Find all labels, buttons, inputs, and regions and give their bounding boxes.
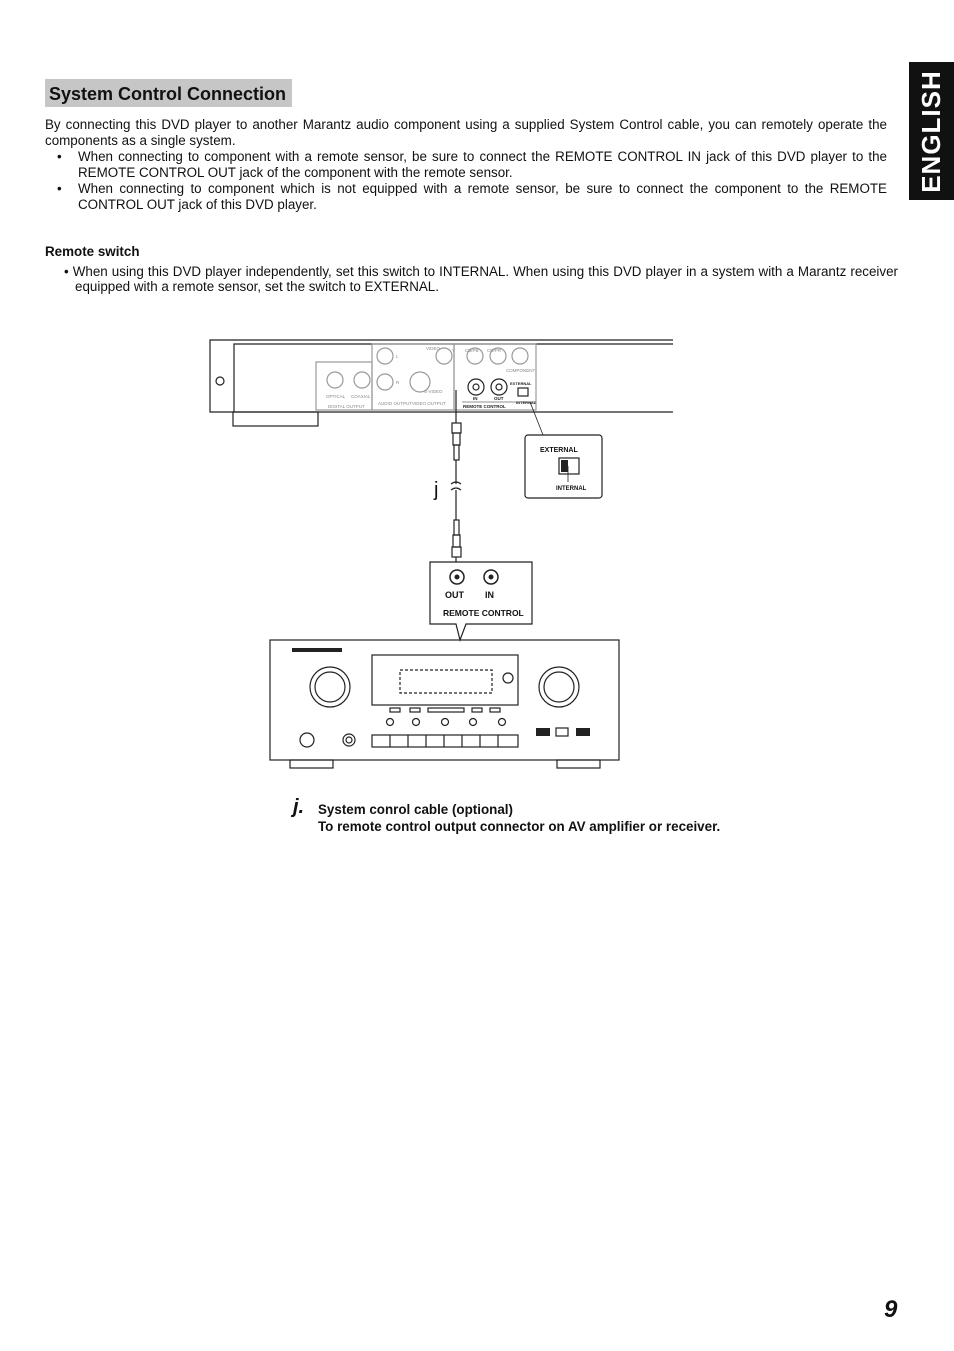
dvd-label-cr: CR/PR — [487, 348, 502, 353]
remote-switch-heading: Remote switch — [45, 244, 140, 259]
intro-paragraph: By connecting this DVD player to another… — [45, 117, 887, 148]
bullet-text: When connecting to component with a remo… — [78, 149, 887, 180]
section-title: System Control Connection — [45, 79, 293, 107]
remote-switch-callout — [524, 434, 603, 499]
system-control-cable — [450, 390, 462, 562]
bullet-glyph: • — [57, 181, 62, 196]
dvd-label-optical: OPTICAL — [326, 394, 346, 399]
callout-internal-label: INTERNAL — [556, 486, 587, 492]
dvd-label-digital-output: DIGITAL OUTPUT — [328, 404, 365, 409]
language-tab: ENGLISH — [909, 62, 954, 200]
dvd-label-r: R — [396, 380, 400, 385]
remote-switch-text: • When using this DVD player independent… — [64, 264, 898, 294]
dvd-label-in: IN — [473, 396, 478, 401]
receiver-in-label: IN — [485, 590, 494, 600]
cable-mark: j — [433, 479, 438, 501]
receiver-remote-control-label: REMOTE CONTROL — [443, 608, 524, 618]
bullet-glyph: • — [57, 149, 62, 164]
dvd-label-y: Y — [452, 348, 455, 353]
dvd-label-coaxial: COAXIAL — [351, 394, 371, 399]
dvd-label-external: EXTERNAL — [510, 381, 532, 386]
receiver-remote-callout — [429, 561, 533, 643]
dvd-label-video: VIDEO — [426, 346, 441, 351]
dvd-label-out: OUT — [494, 396, 504, 401]
bullet-item: • When connecting to component which is … — [45, 181, 887, 213]
dvd-label-component: COMPONENT — [506, 368, 536, 373]
dvd-label-l: L — [396, 354, 399, 359]
bullet-text: When connecting to component which is no… — [78, 181, 887, 212]
caption-line-1: System conrol cable (optional) — [318, 802, 513, 817]
dvd-label-internal: INTERNAL — [516, 400, 537, 405]
cable-caption: System conrol cable (optional) To remote… — [318, 801, 720, 835]
dvd-label-audio-output: AUDIO OUTPUT — [378, 401, 412, 406]
dvd-label-cb: CB/PB — [465, 348, 479, 353]
connection-bullets: • When connecting to component with a re… — [45, 149, 887, 213]
receiver-out-label: OUT — [445, 590, 465, 600]
dvd-label-s-video: S-VIDEO — [424, 389, 443, 394]
language-tab-label: ENGLISH — [916, 69, 947, 193]
dvd-label-remote-control: REMOTE CONTROL — [463, 404, 506, 409]
dvd-label-video-output: VIDEO OUTPUT — [412, 401, 446, 406]
dvd-player-rear-panel — [209, 339, 673, 427]
callout-external-label: EXTERNAL — [540, 447, 578, 454]
av-receiver-front — [269, 639, 620, 769]
page-number: 9 — [884, 1296, 898, 1323]
caption-line-2: To remote control output connector on AV… — [318, 819, 721, 834]
caption-mark: j. — [293, 796, 305, 818]
connection-diagram: OPTICAL COAXIAL DIGITAL OUTPUT AUDIO OUT… — [209, 339, 673, 769]
bullet-item: • When connecting to component with a re… — [45, 149, 887, 181]
